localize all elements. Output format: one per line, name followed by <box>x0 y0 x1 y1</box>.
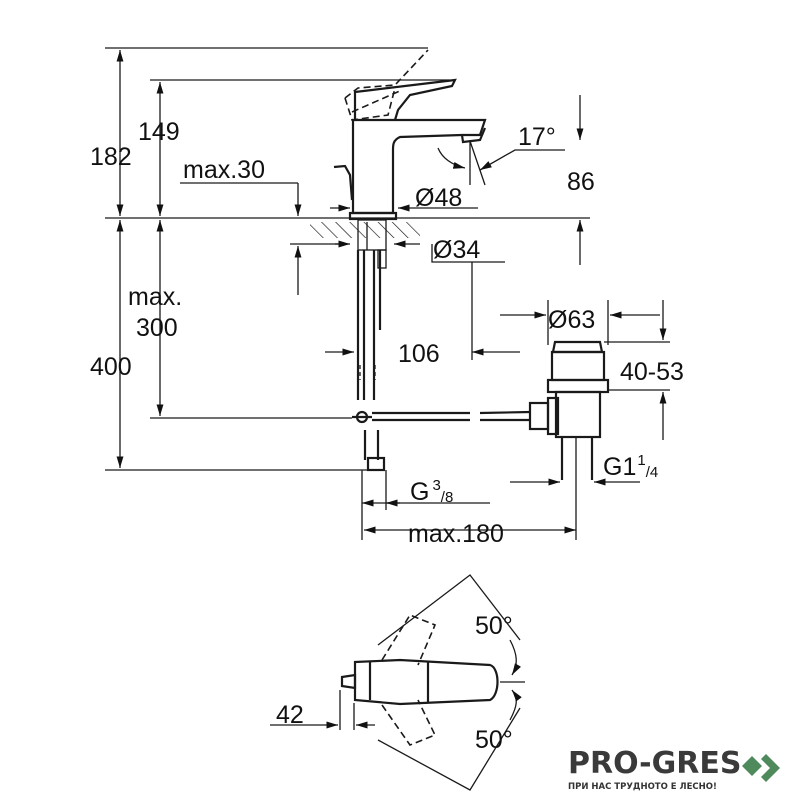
logo-tagline: ПРИ НАС ТРУДНОТО Е ЛЕСНО! <box>568 782 717 792</box>
dim-42: 42 <box>276 701 304 729</box>
dim-angle50-bottom: 50° <box>475 726 513 754</box>
g114-sub: /4 <box>646 464 659 481</box>
vertical-dimensions <box>116 50 667 468</box>
extension-lines <box>105 47 590 471</box>
dim-dia34: Ø34 <box>433 236 480 264</box>
drain-assembly <box>500 300 670 540</box>
g114-main: G1 <box>603 453 636 481</box>
g38-sub: /8 <box>441 489 454 506</box>
dim-182: 182 <box>90 143 132 171</box>
dim-149: 149 <box>138 118 180 146</box>
dim-max30: max.30 <box>183 156 265 184</box>
g38-letter: G <box>410 478 429 506</box>
dim-40-53: 40-53 <box>620 358 684 386</box>
faucet-side-view <box>310 49 576 540</box>
dim-dia63: Ø63 <box>548 306 595 334</box>
dim-dia48: Ø48 <box>415 184 462 212</box>
dim-max180: max.180 <box>408 520 504 548</box>
pro-gres-logo: PRO-GRES ПРИ НАС ТРУДНОТО Е ЛЕСНО! <box>568 746 742 793</box>
dimension-labels: 182 149 max.30 Ø48 17° 86 Ø34 max. 300 4… <box>90 118 684 754</box>
logo-mark-icon <box>742 754 780 782</box>
dim-106: 106 <box>398 340 440 368</box>
dim-300: 300 <box>136 314 178 342</box>
faucet-top-view <box>270 574 525 791</box>
dim-400: 400 <box>90 353 132 381</box>
g38-sup: 3 <box>432 477 440 494</box>
dim-86: 86 <box>567 168 595 196</box>
dim-angle17: 17° <box>518 123 556 151</box>
dim-max-label: max. <box>128 283 182 311</box>
logo-name: PRO-GRES <box>568 746 742 781</box>
dim-g114: G11/4 <box>603 452 658 481</box>
g114-sup: 1 <box>637 452 645 469</box>
dim-angle50-top: 50° <box>475 612 513 640</box>
